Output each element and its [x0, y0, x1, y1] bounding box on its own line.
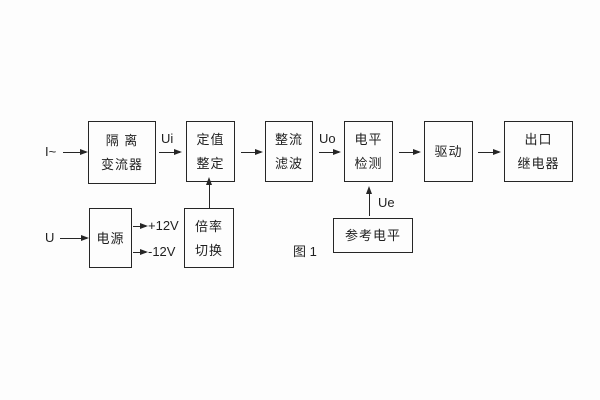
- arrow-input-voltage: [60, 234, 89, 241]
- block-label-line: 变流器: [100, 157, 143, 172]
- arrow-reference-to-level: [365, 186, 372, 216]
- arrow-isolation-to-setpoint: [159, 148, 182, 155]
- block-power-supply: 电源: [89, 208, 132, 268]
- block-reference-level: 参考电平: [333, 218, 413, 253]
- block-label-line: 驱动: [434, 144, 463, 159]
- block-label-line: 滤波: [274, 156, 303, 171]
- block-label-line: 参考电平: [344, 228, 401, 243]
- block-level-detector: 电平 检测: [344, 121, 393, 182]
- arrow-ratio-to-setpoint: [205, 177, 212, 208]
- block-ratio-switch: 倍率 切换: [184, 208, 234, 268]
- label-rail-pos: +12V: [148, 218, 179, 233]
- block-label-line: 整流: [274, 132, 303, 147]
- arrow-input-current: [63, 148, 88, 155]
- label-rail-neg: -12V: [148, 244, 176, 259]
- label-input-voltage: U: [45, 230, 55, 245]
- block-label-line: 定值: [196, 132, 225, 147]
- block-label-line: 电源: [96, 230, 125, 246]
- block-label-line: 电平: [354, 132, 383, 147]
- block-rectifier-filter: 整流 滤波: [265, 121, 313, 182]
- arrow-rectifier-to-level: [319, 148, 341, 155]
- block-label-line: 检测: [354, 156, 383, 171]
- arrow-driver-to-relay: [478, 148, 501, 155]
- block-label-line: 切换: [194, 242, 223, 258]
- label-ui: Ui: [161, 131, 174, 146]
- block-label-line: 继电器: [517, 156, 560, 171]
- figure-caption: 图 1: [293, 244, 317, 259]
- arrow-rail-pos: [133, 222, 148, 229]
- block-isolation-converter: 隔 离 变流器: [88, 121, 156, 184]
- arrow-rail-neg: [133, 248, 148, 255]
- block-output-relay: 出口 继电器: [504, 121, 573, 182]
- label-ue: Ue: [378, 195, 395, 210]
- block-setpoint-adjust: 定值 整定: [186, 121, 235, 182]
- block-driver: 驱动: [424, 121, 473, 182]
- label-uo: Uo: [319, 131, 336, 146]
- block-label-line: 倍率: [194, 218, 223, 234]
- arrow-setpoint-to-rectifier: [241, 148, 263, 155]
- block-label-line: 隔 离: [105, 133, 139, 148]
- block-label-line: 整定: [196, 156, 225, 171]
- label-input-current: I~: [45, 144, 57, 159]
- block-label-line: 出口: [524, 132, 553, 147]
- arrow-level-to-driver: [399, 148, 421, 155]
